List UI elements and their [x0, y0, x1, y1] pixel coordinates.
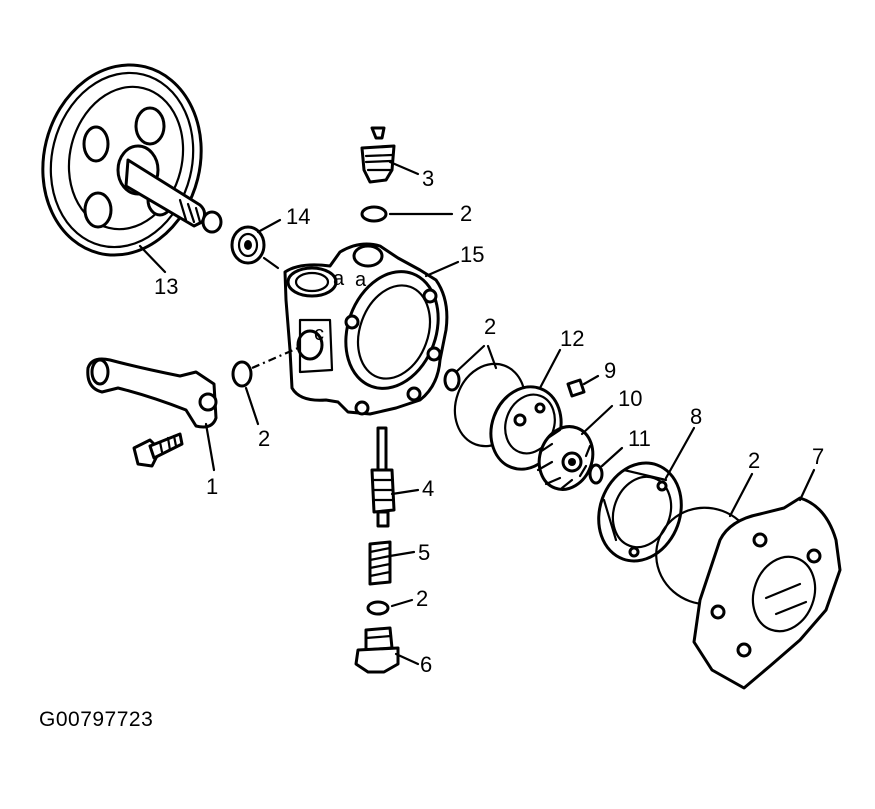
o-ring-top	[360, 205, 454, 223]
callout-1: 1	[206, 474, 218, 499]
callout-2-plate: 2	[484, 314, 496, 339]
figure-id: G00797723	[39, 708, 154, 731]
callout-10: 10	[618, 386, 642, 411]
rotor	[536, 404, 614, 491]
callout-7: 7	[812, 444, 824, 469]
vane	[566, 374, 600, 398]
callout-2-plug: 2	[416, 586, 428, 611]
callout-12: 12	[560, 326, 584, 351]
body-mark-a: a	[333, 268, 345, 290]
body-mark-c: c	[314, 323, 324, 345]
pump-body: a a c	[283, 242, 460, 416]
callout-13: 13	[154, 274, 178, 299]
callout-2-cover: 2	[748, 448, 760, 473]
callout-11: 11	[628, 426, 651, 451]
plug	[354, 626, 420, 674]
callout-6: 6	[420, 652, 432, 677]
rear-cover	[692, 468, 842, 690]
callout-5: 5	[418, 540, 430, 565]
callout-4: 4	[422, 476, 434, 501]
flow-control-valve	[370, 426, 420, 528]
spring	[368, 540, 416, 586]
pulley-with-shaft	[41, 63, 223, 274]
callout-14: 14	[286, 204, 310, 229]
callout-2-inlet: 2	[258, 426, 270, 451]
o-ring-small	[588, 446, 624, 485]
callout-15: 15	[460, 242, 484, 267]
body-mark-a2: a	[355, 269, 367, 291]
inlet-pipe	[86, 357, 218, 472]
callout-2-fitting: 2	[460, 201, 472, 226]
o-ring-inlet	[231, 346, 299, 426]
callout-3: 3	[422, 166, 434, 191]
callout-9: 9	[604, 358, 616, 383]
pressure-fitting	[360, 126, 420, 184]
o-ring-plug	[366, 598, 414, 616]
callout-8: 8	[690, 404, 702, 429]
bearing-seal	[230, 218, 282, 270]
